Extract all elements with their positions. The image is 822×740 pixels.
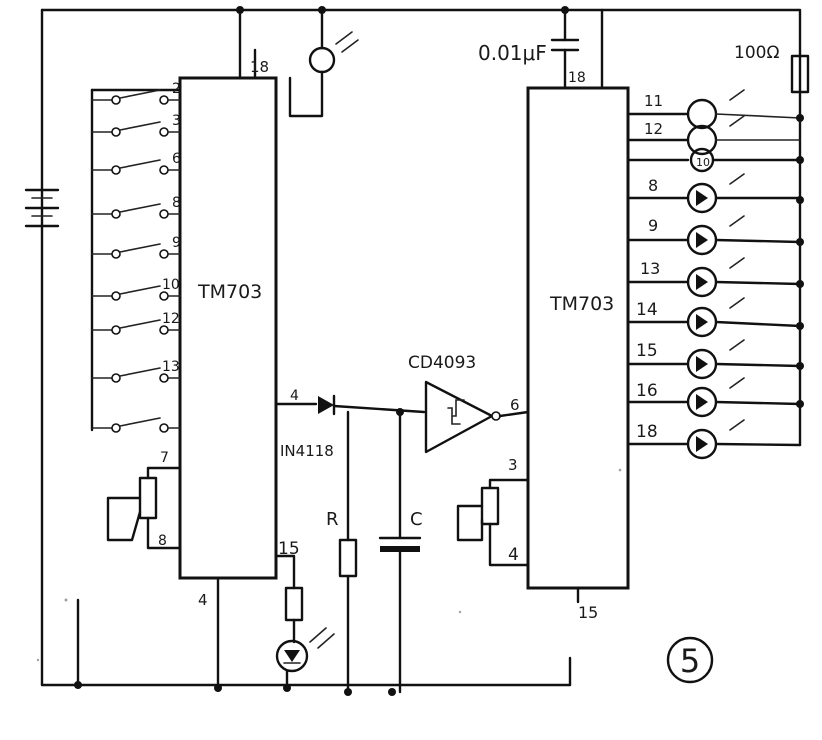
led-pin-label: 9	[648, 216, 658, 235]
led-row-6: 13	[626, 257, 802, 298]
left-pin-label: 10	[162, 277, 180, 293]
led-row-3: 10	[626, 147, 802, 173]
gate-output-pin: 6	[510, 396, 520, 414]
switch-row-3: 6	[91, 151, 181, 175]
resistor-r-label: R	[326, 509, 339, 530]
switch-row-5: 9	[91, 235, 181, 259]
left-chip-label: TM703	[197, 281, 262, 303]
right-pot-bottom-pin: 4	[508, 545, 519, 565]
figure-badge: 5	[666, 636, 714, 684]
top-resistor: 100Ω	[734, 43, 810, 447]
right-chip-top-pin: 18	[568, 70, 586, 86]
scan-noise	[36, 468, 622, 662]
left-output-pin: 15	[278, 539, 300, 559]
resistor-top-label: 100Ω	[734, 43, 779, 63]
left-output-led: 15	[274, 539, 335, 690]
led-row-2: 12	[626, 115, 801, 156]
left-chip: 18 4 TM703	[178, 8, 278, 690]
switch-row-6: 10	[91, 277, 181, 301]
led-pin-label: 12	[644, 120, 663, 138]
switch-ladder: 2 3 6 8	[90, 81, 182, 433]
top-capacitor: 0.01μF	[478, 8, 604, 90]
switch-row-9	[91, 417, 181, 433]
led-pin-label: 16	[636, 381, 658, 401]
left-pin-label: 13	[162, 359, 180, 375]
led-pin-label: 10	[696, 156, 710, 169]
switch-row-2: 3	[91, 113, 181, 137]
right-potentiometer: 3 4	[456, 456, 530, 567]
led-row-8: 15	[626, 339, 802, 380]
gate-label: CD4093	[408, 353, 476, 373]
led-row-9: 16	[626, 377, 802, 418]
led-row-4: 8	[626, 173, 802, 214]
left-pin-label: 12	[162, 311, 180, 327]
led-pin-label: 14	[636, 300, 658, 320]
right-chip-label: TM703	[549, 293, 614, 315]
left-potentiometer: 7 8	[106, 450, 182, 550]
led-row-1: 11	[626, 89, 801, 130]
led-pin-label: 15	[636, 341, 658, 361]
gate-network: CD4093 6 4 IN4118 R C	[274, 353, 530, 694]
led-pin-label: 18	[636, 422, 658, 442]
diode-pin: 4	[290, 388, 299, 404]
figure-number: 5	[680, 642, 700, 680]
left-pin-label: 6	[172, 151, 181, 167]
led-pin-label: 11	[644, 92, 663, 110]
capacitor-top-label: 0.01μF	[478, 41, 547, 65]
led-row-10: 18	[626, 419, 802, 460]
left-pin-label: 8	[172, 195, 181, 211]
led-row-7: 14	[626, 297, 802, 338]
led-row-5: 9	[626, 215, 802, 256]
capacitor-c-label: C	[410, 509, 423, 530]
switch-row-8: 13	[91, 359, 181, 383]
right-pot-top-pin: 3	[508, 456, 518, 474]
left-pot-top-pin: 7	[160, 450, 169, 466]
left-pin-label: 9	[172, 235, 181, 251]
power-rails	[40, 6, 802, 696]
left-pot-bottom-pin: 8	[158, 533, 167, 549]
battery	[24, 188, 60, 228]
left-chip-bottom-pin: 4	[198, 591, 208, 609]
diode-label: IN4118	[280, 442, 334, 460]
left-pin-label: 2	[172, 81, 181, 97]
switch-row-4: 8	[91, 195, 181, 219]
led-pin-label: 13	[640, 259, 660, 278]
right-chip: TM703 18 15	[526, 70, 630, 622]
phototransistor	[288, 8, 359, 118]
left-pin-label: 3	[172, 113, 181, 129]
right-chip-bottom-pin: 15	[578, 603, 598, 622]
led-pin-label: 8	[648, 176, 658, 195]
led-ladder: 11 12 10 8 9	[626, 89, 804, 460]
left-chip-top-pin: 18	[250, 58, 269, 76]
switch-row-1: 2	[91, 81, 181, 105]
switch-row-7: 12	[91, 311, 181, 335]
